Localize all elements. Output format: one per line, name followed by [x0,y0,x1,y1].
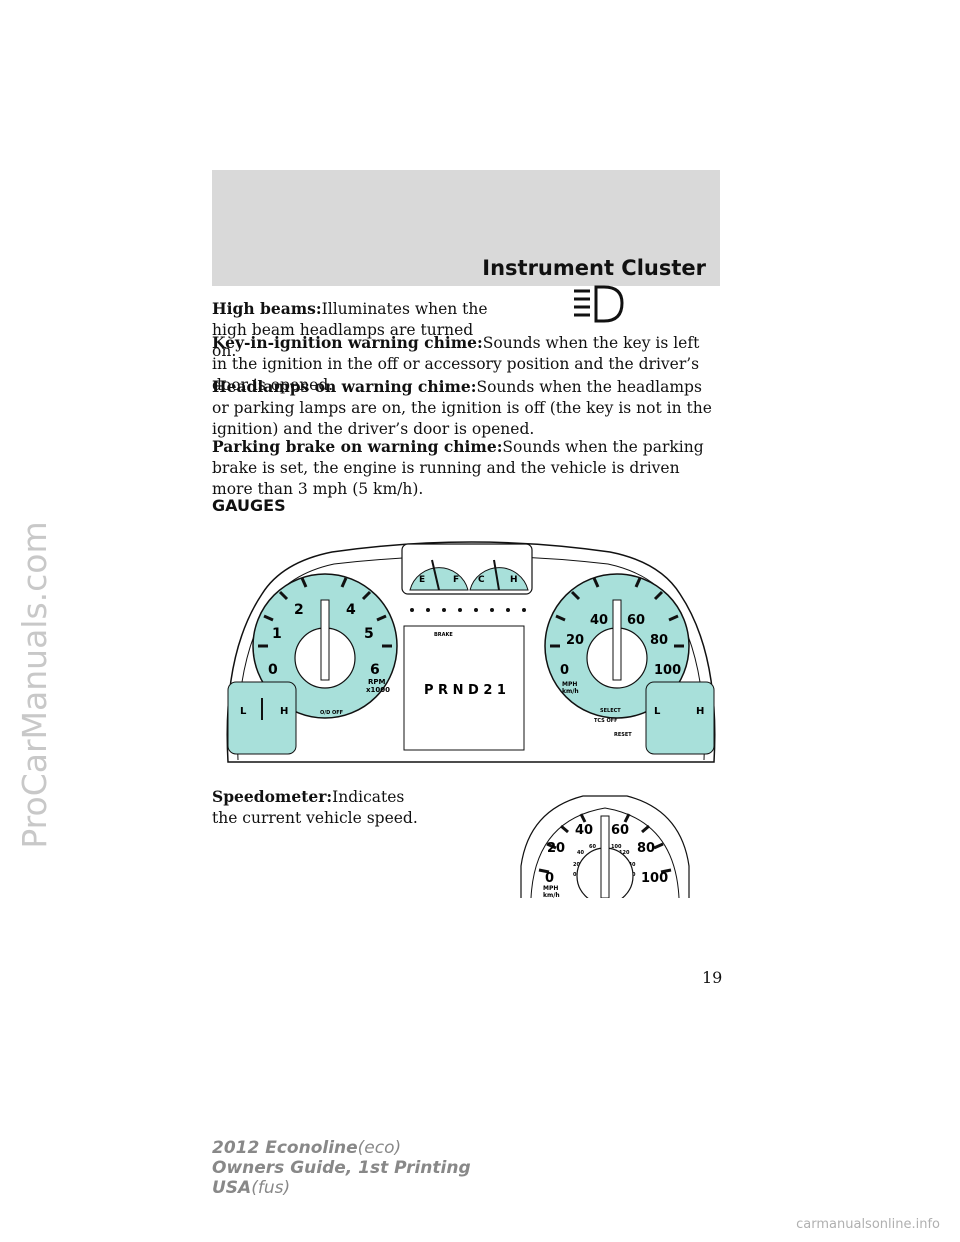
paragraph-parking-brake-chime: Parking brake on warning chime:Sounds wh… [212,436,717,500]
fuel-full-label: F [453,575,459,585]
small-kmh-0: 0 [573,872,577,878]
brake-label: BRAKE [434,632,453,638]
small-speedo-mph-100: 100 [641,871,668,886]
paragraph-key-chime: Key-in-ignition warning chime:Sounds whe… [212,332,717,396]
high-beam-icon [574,285,624,323]
small-kmh-100: 100 [611,844,622,850]
term-parking-brake-chime: Parking brake on warning chime: [212,437,503,456]
footer-imprint: 2012 Econoline(eco) Owners Guide, 1st Pr… [212,1138,471,1198]
small-speedo-mph-0: 0 [545,871,554,886]
instrument-cluster-illustration: E F C H 0 1 2 4 5 6 RPM x1000 [226,541,716,763]
desc-parking-brake-chime: Sounds when the parking brake is set, th… [212,438,704,498]
gear-indicator: P R N D 2 1 [424,683,506,698]
desc-key-chime: Sounds when the key is left in the ignit… [212,334,700,394]
tach-num-4: 4 [346,602,356,618]
footer-model-code: (eco) [357,1138,402,1158]
desc-headlamp-chime: Sounds when the headlamps or parking lam… [212,378,712,438]
small-speedo-mph-60: 60 [611,823,629,838]
small-kmh-40: 40 [577,850,584,856]
side-watermark: ProCarManuals.com [15,521,54,849]
tach-num-1: 1 [272,626,282,642]
paragraph-high-beams: High beams:Illuminates when the high bea… [212,298,502,362]
site-watermark: carmanualsonline.info [796,1217,940,1232]
left-small-gauge: L H [227,681,297,755]
tach-num-6: 6 [370,662,380,678]
right-small-gauge: L H [645,681,715,755]
warning-lights-row [410,608,526,612]
speedo-mph-100: 100 [654,663,681,678]
select-label: SELECT [600,708,621,714]
footer-market-code: (fus) [251,1178,291,1198]
small-speedo-mph-80: 80 [637,841,655,856]
paragraph-speedometer: Speedometer:Indicates the current vehicl… [212,786,422,829]
speedo-mph-80: 80 [650,633,668,648]
small-kmh-60: 60 [589,844,596,850]
term-speedometer: Speedometer: [212,787,333,806]
tcs-off-label: TCS OFF [594,718,618,724]
small-speedo-unit-mph: MPH [543,885,558,892]
temp-cold-label: C [478,575,485,585]
speedo-unit-mph: MPH [562,681,577,688]
fuel-empty-label: E [419,575,425,585]
fuel-gauge: E F [409,559,469,591]
small-speedo-mph-40: 40 [575,823,593,838]
speedometer-illustration: 0 20 40 60 80 100 MPH km/h 0 20 40 60 10… [520,795,690,898]
footer-line-1: 2012 Econoline(eco) [212,1138,471,1158]
right-gauge-low: L [654,706,661,717]
footer-line-3: USA(fus) [212,1178,471,1198]
temp-hot-label: H [510,575,518,585]
tach-num-5: 5 [364,626,374,642]
small-speedo-mph-20: 20 [547,841,565,856]
od-off-label: O/D OFF [320,710,343,716]
tach-num-0: 0 [268,662,278,678]
term-key-chime: Key-in-ignition warning chime: [212,333,483,352]
speedo-mph-40: 40 [590,613,608,628]
temperature-gauge: C H [469,559,529,591]
left-gauge-high: H [280,706,288,717]
small-kmh-20: 20 [573,862,580,868]
speedo-mph-0: 0 [560,663,569,678]
reset-label: RESET [614,732,632,738]
section-title: Instrument Cluster [482,256,706,280]
tach-multiplier: x1000 [366,686,390,694]
right-gauge-high: H [696,706,704,717]
page-number: 19 [702,968,723,987]
footer-market: USA [212,1178,252,1198]
tach-num-2: 2 [294,602,304,618]
desc-high-beams: Illuminates when the high beam headlamps… [212,300,488,360]
speedo-mph-60: 60 [627,613,645,628]
section-header-band: Instrument Cluster [212,170,720,286]
term-headlamp-chime: Headlamps on warning chime: [212,377,477,396]
speedo-unit-kmh: km/h [562,688,579,695]
term-high-beams: High beams: [212,299,322,318]
gauges-heading: GAUGES [212,496,286,515]
footer-model: 2012 Econoline [212,1138,358,1158]
tach-unit: RPM [368,678,386,686]
small-speedo-unit-kmh: km/h [543,892,560,898]
footer-line-2: Owners Guide, 1st Printing [212,1158,471,1178]
small-kmh-120: 120 [619,850,630,856]
paragraph-headlamp-chime: Headlamps on warning chime:Sounds when t… [212,376,717,440]
desc-speedometer: Indicates the current vehicle speed. [212,788,418,827]
left-gauge-low: L [240,706,247,717]
speedo-mph-20: 20 [566,633,584,648]
